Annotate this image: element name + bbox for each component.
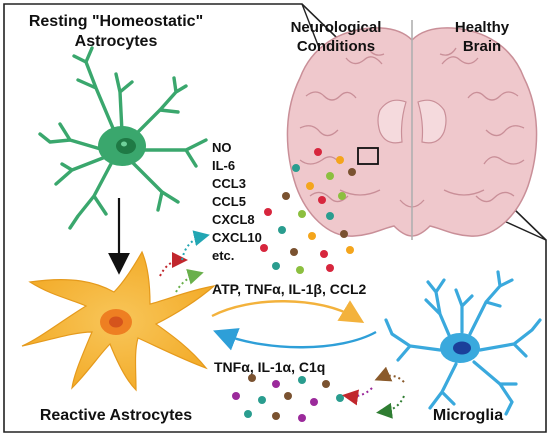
microglia-cell [384, 270, 542, 416]
release-arrow-green [175, 269, 204, 293]
signal-arrow-to-astrocyte [213, 328, 377, 351]
signal-arrow-to-microglia [211, 300, 365, 323]
zoom-box [357, 147, 379, 165]
neurological-title-line1: Neurological [291, 19, 382, 36]
secreted-factor: NO [212, 140, 232, 155]
secreted-factor: CCL3 [212, 176, 246, 191]
release-arrow-teal [181, 230, 210, 261]
secreted-factor: CXCL10 [212, 230, 262, 245]
healthy-title-line2: Brain [463, 38, 501, 55]
microglia-release-arrow-purple [342, 387, 373, 406]
molecules-upper [260, 148, 356, 274]
microglia-to-astro-signals: TNFα, IL-1α, C1q [214, 359, 325, 375]
reactive-astrocyte [21, 250, 216, 392]
molecules-lower [232, 374, 344, 422]
microglia-release-arrow-brown [374, 366, 405, 383]
secreted-factor: CXCL8 [212, 212, 255, 227]
outer-frame [3, 3, 547, 433]
healthy-title-line1: Healthy [455, 19, 510, 36]
release-arrow-red [159, 252, 188, 277]
reactive-astrocytes-title: Reactive Astrocytes [40, 407, 192, 424]
neurological-title-line2: Conditions [297, 38, 375, 55]
secreted-factor: CCL5 [212, 194, 246, 209]
resting-title-line2: Astrocytes [75, 33, 158, 50]
astro-to-microglia-signals: ATP, TNFα, IL-1β, CCL2 [212, 281, 367, 297]
microglia-release-arrow-green [376, 395, 405, 419]
resting-astrocyte [38, 46, 208, 230]
secreted-factor: IL-6 [212, 158, 235, 173]
secreted-factor: etc. [212, 248, 234, 263]
resting-title-line1: Resting "Homeostatic" [29, 13, 203, 30]
microglia-title: Microglia [433, 407, 503, 424]
secreted-factors-list: NO IL-6 CCL3 CCL5 CXCL8 CXCL10 etc. [212, 140, 262, 263]
